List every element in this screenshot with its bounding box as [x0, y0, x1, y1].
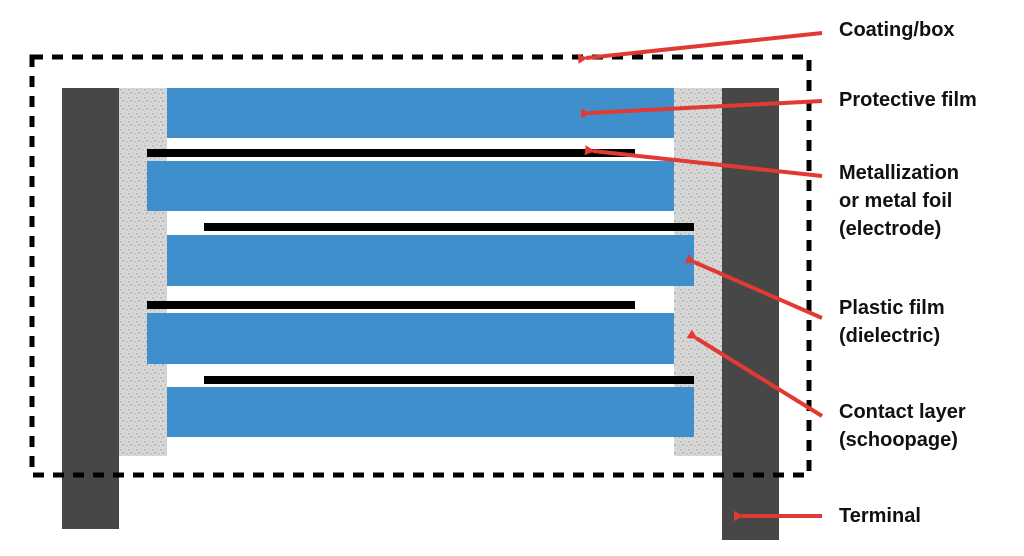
electrode-arrow	[584, 145, 823, 178]
plastic-film-4	[167, 387, 694, 437]
electrode-1	[147, 149, 635, 157]
electrode-label: Metallization or metal foil (electrode)	[839, 159, 959, 243]
electrode-label-line1: Metallization	[839, 162, 960, 184]
electrode-4	[204, 376, 694, 384]
contact-layer-arrow	[686, 329, 824, 418]
contact-layer-label-line2: (schoopage)	[839, 429, 958, 451]
coating-label: Coating/box	[839, 16, 955, 44]
plastic-film-label: Plastic film (dielectric)	[839, 294, 945, 350]
protective-film-label: Protective film	[839, 86, 977, 114]
plastic-film-1	[147, 161, 674, 211]
electrode-label-line3: (electrode)	[839, 218, 942, 240]
electrode-label-line2: or metal foil	[839, 190, 953, 212]
protective-film-label-text: Protective film	[839, 89, 977, 111]
left-terminal	[62, 88, 119, 529]
plastic-film-arrow	[684, 254, 823, 320]
plastic-film-3	[147, 313, 674, 364]
left-contact-layer	[119, 88, 167, 456]
contact-layer-label: Contact layer (schoopage)	[839, 398, 966, 454]
coating-box-outline	[29, 54, 812, 478]
plastic-film-label-line1: Plastic film	[839, 297, 945, 319]
protective-film-arrow	[580, 99, 823, 119]
plastic-film-2	[167, 235, 694, 286]
contact-layer-label-line1: Contact layer	[839, 401, 966, 423]
terminal-label: Terminal	[839, 502, 921, 530]
right-terminal	[722, 88, 779, 540]
electrode-3	[147, 301, 635, 309]
electrode-2	[204, 223, 694, 231]
coating-label-text: Coating/box	[839, 19, 955, 41]
plastic-film-label-line2: (dielectric)	[839, 325, 941, 347]
coating-arrow	[577, 31, 823, 64]
terminal-label-text: Terminal	[839, 505, 921, 527]
